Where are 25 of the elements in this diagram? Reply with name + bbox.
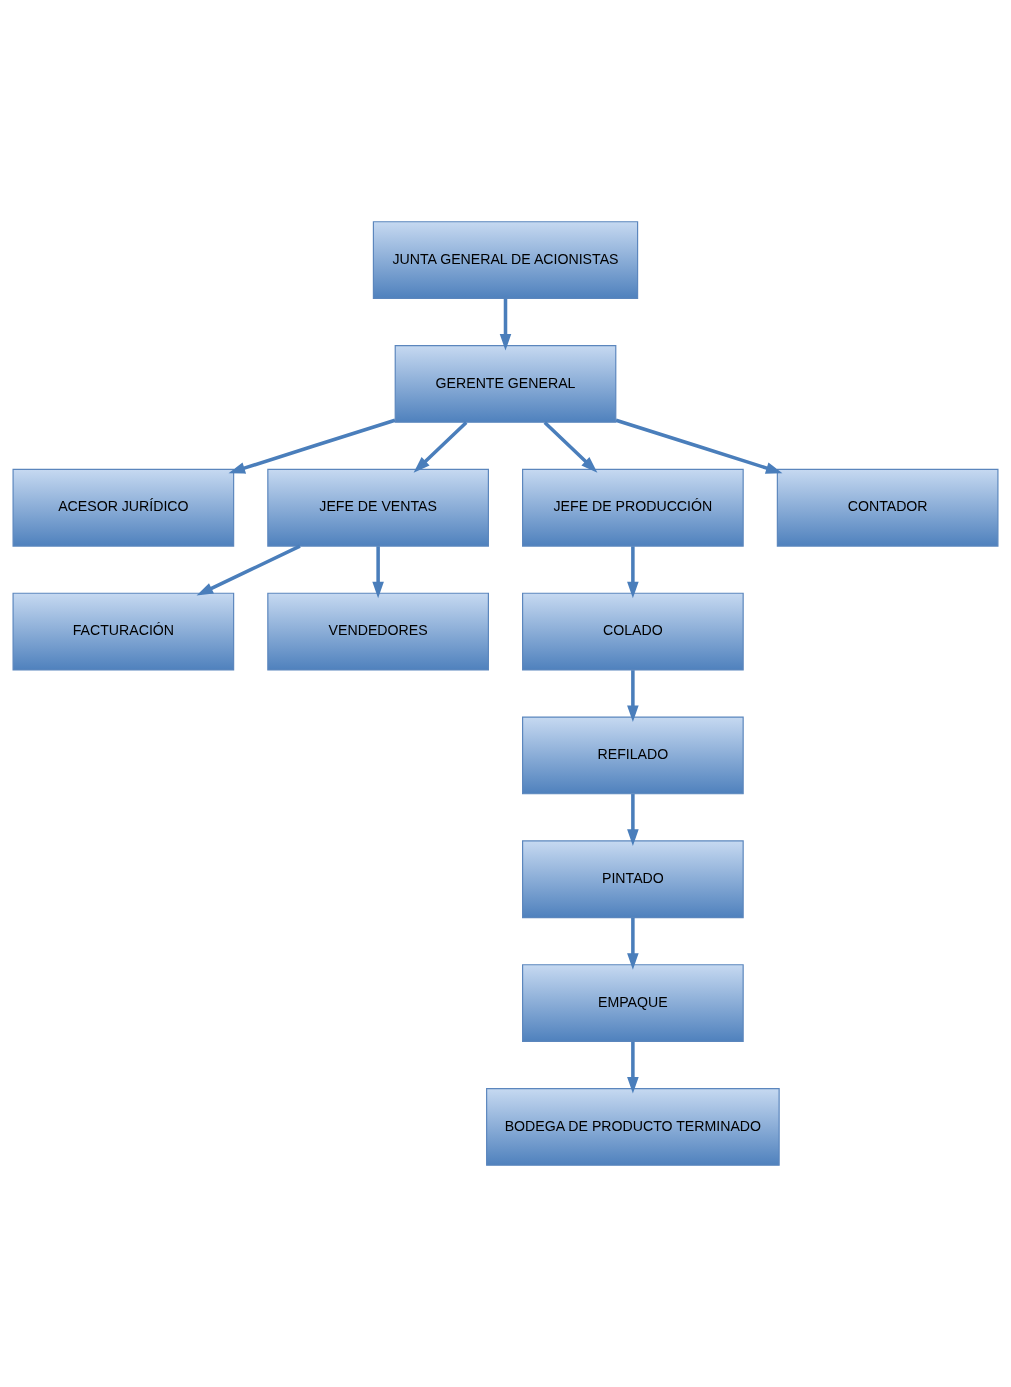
node-box: VENDEDORES bbox=[267, 592, 489, 671]
arrow bbox=[372, 546, 384, 599]
arrow bbox=[413, 421, 468, 473]
node-box: REFILADO bbox=[522, 716, 744, 795]
arrow bbox=[627, 1041, 639, 1094]
node-box: PINTADO bbox=[522, 840, 744, 919]
node-box: COLADO bbox=[522, 592, 744, 671]
node-box: EMPAQUE bbox=[522, 964, 744, 1043]
arrow bbox=[499, 298, 512, 351]
node-box: JUNTA GENERAL DE ACIONISTAS bbox=[372, 221, 639, 299]
node-box: JEFE DE VENTAS bbox=[267, 468, 489, 547]
arrow bbox=[627, 546, 639, 599]
node-box: CONTADOR bbox=[776, 468, 999, 547]
node-box: GERENTE GENERAL bbox=[394, 344, 617, 423]
node-box: ACESOR JURÍDICO bbox=[12, 468, 235, 547]
node-box: BODEGA DE PRODUCTO TERMINADO bbox=[486, 1088, 780, 1166]
arrow bbox=[627, 917, 639, 970]
arrow bbox=[228, 418, 396, 474]
arrow bbox=[543, 421, 598, 473]
node-box: JEFE DE PRODUCCIÓN bbox=[522, 468, 744, 547]
arrow bbox=[627, 670, 639, 723]
node-box: FACTURACIÓN bbox=[12, 592, 235, 671]
arrow bbox=[627, 794, 639, 846]
arrow bbox=[615, 418, 783, 474]
arrow bbox=[196, 544, 301, 596]
